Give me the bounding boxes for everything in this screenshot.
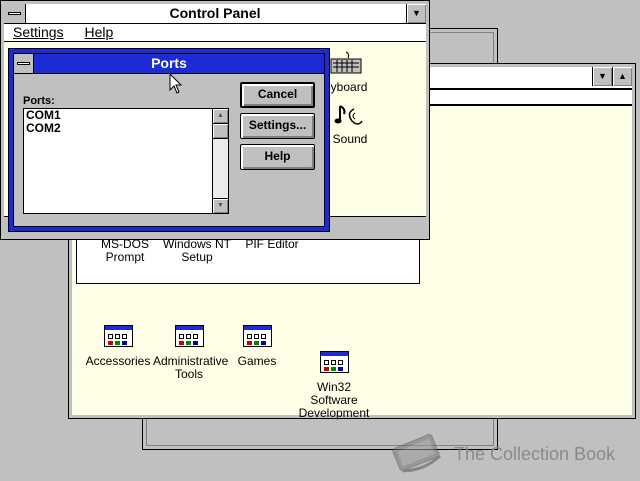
keyboard-label[interactable]: eyboard <box>324 80 368 94</box>
keyboard-icon[interactable] <box>330 50 362 76</box>
menu-help[interactable]: Help <box>84 24 114 40</box>
maximize-button[interactable]: ▲ <box>612 67 632 86</box>
accessories-label[interactable]: Accessories <box>85 354 151 368</box>
msdos-prompt-label[interactable]: MS-DOS Prompt <box>101 237 149 264</box>
scroll-down-arrow-icon[interactable]: ▼ <box>213 198 228 213</box>
book-logo-icon <box>388 432 448 478</box>
ports-dialog-title: Ports <box>151 55 187 71</box>
games-label[interactable]: Games <box>237 354 277 368</box>
minimize-button[interactable]: ▼ <box>592 67 612 86</box>
ports-dialog: Ports Ports: COM1 COM2 ▲ ▼ Cancel Settin… <box>8 48 330 232</box>
control-panel-titlebar[interactable]: Control Panel ▼ <box>4 4 426 24</box>
scroll-up-arrow-icon[interactable]: ▲ <box>213 109 228 124</box>
sound-icon[interactable] <box>334 102 364 130</box>
windows-nt-setup-label[interactable]: Windows NT Setup <box>162 237 231 264</box>
ports-label: Ports: <box>23 95 55 107</box>
accessories-group-icon[interactable] <box>101 323 137 349</box>
help-button[interactable]: Help <box>240 144 315 170</box>
watermark-text: The Collection Book <box>454 444 616 464</box>
mouse-pointer-icon <box>169 72 183 98</box>
win32-sdk-label[interactable]: Win32 Software Development <box>298 380 370 420</box>
administrative-tools-group-icon[interactable] <box>172 323 208 349</box>
sound-label[interactable]: Sound <box>332 132 368 146</box>
ports-dialog-titlebar[interactable]: Ports <box>14 54 324 74</box>
menu-settings[interactable]: Settings <box>13 24 64 40</box>
ports-dialog-body: Ports Ports: COM1 COM2 ▲ ▼ Cancel Settin… <box>13 53 325 227</box>
port-item-com2[interactable]: COM2 <box>26 121 61 135</box>
settings-button[interactable]: Settings... <box>240 113 315 139</box>
games-group-icon[interactable] <box>240 323 276 349</box>
ports-scrollbar[interactable]: ▲ ▼ <box>212 109 228 213</box>
control-panel-title: Control Panel <box>169 5 261 21</box>
port-item-com1[interactable]: COM1 <box>26 108 61 122</box>
pif-editor-label[interactable]: PIF Editor <box>245 237 299 251</box>
control-panel-system-menu[interactable] <box>4 4 26 23</box>
control-panel-menubar: Settings Help <box>4 24 426 42</box>
control-panel-minimize-button[interactable]: ▼ <box>406 4 426 23</box>
win32-sdk-group-icon[interactable] <box>317 349 353 375</box>
cancel-button[interactable]: Cancel <box>240 82 315 108</box>
ports-system-menu[interactable] <box>14 54 34 73</box>
ports-listbox[interactable]: COM1 COM2 ▲ ▼ <box>23 108 229 214</box>
administrative-tools-label[interactable]: Administrative Tools <box>153 354 229 381</box>
scroll-thumb[interactable] <box>213 124 228 139</box>
